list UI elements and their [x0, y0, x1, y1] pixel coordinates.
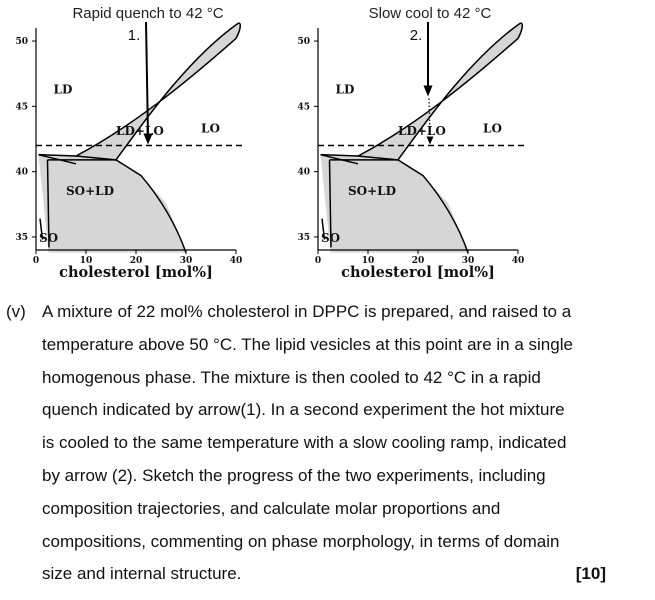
x-tick-label: 40 — [512, 256, 525, 266]
x-tick-label: 30 — [180, 256, 193, 266]
phase-diagram-svg: Slow cool to 42 °C 35 40 45 50 0 10 20 30 40 chole… — [297, 5, 526, 281]
question-line: (v) A mixture of 22 mol% cholesterol in … — [6, 300, 646, 333]
question-line: compositions, commenting on phase morpho… — [6, 530, 646, 563]
y-tick-label: 50 — [15, 37, 28, 47]
y-tick-label: 40 — [297, 168, 310, 178]
region-label-ld-lo: LD+LO — [398, 124, 446, 138]
y-tick-label: 50 — [297, 37, 310, 47]
question-text: composition trajectories, and calculate … — [42, 498, 501, 518]
region-label-lo: LO — [201, 121, 220, 135]
region-label-so-ld: SO+LD — [348, 184, 396, 198]
phase-boundary-line — [46, 159, 50, 248]
ld-lo-coexistence-region — [355, 22, 523, 161]
so-boundary-line — [39, 218, 44, 240]
x-tick-label: 20 — [412, 256, 425, 266]
y-tick-label: 45 — [15, 102, 28, 112]
region-label-so: SO — [39, 231, 58, 245]
figure-caption: Slow cool to 42 °C — [369, 5, 492, 22]
x-axis-label: cholesterol [mol%] — [341, 264, 495, 281]
question-text: by arrow (2). Sketch the progress of the… — [42, 465, 546, 485]
y-tick-label: 35 — [297, 233, 310, 243]
ld-lo-coexistence-region — [73, 22, 241, 161]
slow-cooling-arrow-head — [426, 136, 434, 145]
x-tick-label: 30 — [462, 256, 475, 266]
phase-diagram-slow-cool: Slow cool to 42 °C 35 40 45 50 0 10 20 30 40 chole… — [282, 0, 602, 300]
cooling-arrow-head — [143, 133, 153, 145]
question-text: homogenous phase. The mixture is then co… — [42, 367, 541, 387]
region-label-ld: LD — [336, 82, 355, 96]
region-label-so-ld: SO+LD — [66, 184, 114, 198]
question-text: compositions, commenting on phase morpho… — [42, 531, 560, 551]
question-text: size and internal structure. — [42, 564, 242, 584]
region-label-ld: LD — [54, 82, 73, 96]
question-text: temperature above 50 °C. The lipid vesic… — [42, 334, 573, 354]
x-tick-label: 40 — [230, 256, 243, 266]
region-label-so: SO — [321, 231, 340, 245]
question-marker: (v) — [6, 302, 26, 321]
phase-boundary-line — [38, 153, 77, 157]
region-label-lo: LO — [483, 121, 502, 135]
phase-boundary-line — [397, 159, 469, 253]
question-line: is cooled to the same temperature with a… — [6, 431, 646, 464]
so-ld-region-fill — [320, 154, 468, 253]
question-line: size and internal structure. [10] — [6, 562, 646, 595]
phase-diagram-svg: Rapid quench to 42 °C 35 40 45 50 0 10 20 30 40 ch… — [15, 5, 244, 281]
x-tick-label: 0 — [33, 256, 39, 266]
region-label-ld-lo: LD+LO — [116, 124, 164, 138]
x-tick-label: 10 — [362, 256, 375, 266]
figure-caption: Rapid quench to 42 °C — [72, 5, 223, 22]
x-axis-label: cholesterol [mol%] — [59, 264, 213, 281]
question-line: homogenous phase. The mixture is then co… — [6, 366, 646, 399]
phase-boundary-line — [328, 159, 332, 248]
cooling-arrow-head — [423, 85, 433, 97]
y-tick-label: 35 — [15, 233, 28, 243]
arrow-number-label: 1. — [128, 27, 141, 44]
question-line: by arrow (2). Sketch the progress of the… — [6, 464, 646, 497]
x-tick-label: 10 — [80, 256, 93, 266]
slow-cooling-dotted-path — [428, 98, 431, 138]
question-text: is cooled to the same temperature with a… — [42, 433, 567, 453]
question-line: temperature above 50 °C. The lipid vesic… — [6, 333, 646, 366]
question-line: quench indicated by arrow(1). In a secon… — [6, 398, 646, 431]
question-line: composition trajectories, and calculate … — [6, 497, 646, 530]
x-tick-label: 20 — [130, 256, 143, 266]
phase-boundary-line — [320, 153, 359, 157]
so-boundary-line — [321, 218, 326, 240]
y-tick-label: 40 — [15, 168, 28, 178]
question-text: A mixture of 22 mol% cholesterol in DPPC… — [42, 302, 572, 321]
phase-diagram-rapid-quench: Rapid quench to 42 °C 35 40 45 50 0 10 20 30 40 ch… — [0, 0, 320, 300]
cooling-arrow-shaft — [145, 21, 149, 136]
phase-boundary-line — [115, 159, 187, 253]
question-marks: [10] — [575, 564, 606, 584]
y-tick-label: 45 — [297, 102, 310, 112]
question-text: quench indicated by arrow(1). In a secon… — [42, 400, 565, 420]
so-ld-region-fill — [38, 154, 186, 253]
x-tick-label: 0 — [315, 256, 321, 266]
arrow-number-label: 2. — [410, 27, 423, 44]
question-block: (v) A mixture of 22 mol% cholesterol in … — [6, 300, 646, 595]
